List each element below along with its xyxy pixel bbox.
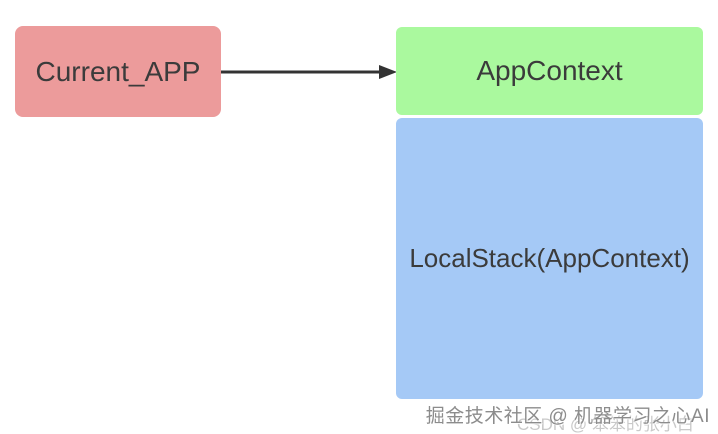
node-app-context-label: AppContext	[476, 55, 623, 86]
node-current-app: Current_APP	[15, 26, 221, 117]
node-app-context: AppContext	[396, 27, 703, 115]
watermark-primary: 掘金技术社区 @ 机器学习之心AI	[425, 406, 710, 427]
watermark-secondary: CSDN @ 笨笨的张小白	[517, 415, 694, 434]
node-local-stack: LocalStack(AppContext)	[396, 118, 703, 399]
arrow-current-app-to-appcontext	[221, 65, 397, 79]
node-current-app-label: Current_APP	[35, 55, 201, 87]
node-local-stack-label: LocalStack(AppContext)	[409, 243, 690, 273]
